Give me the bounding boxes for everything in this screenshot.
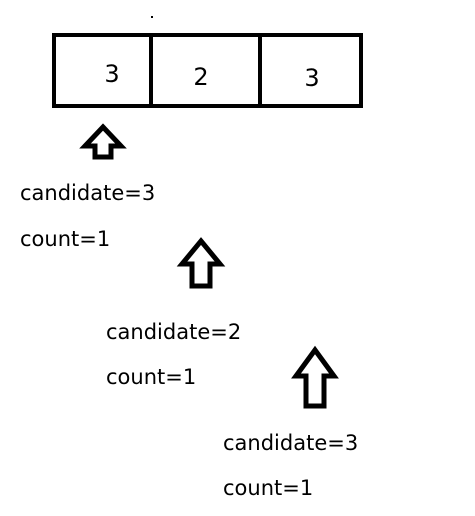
step-3-count: count=1 (223, 476, 314, 500)
array-outline (52, 33, 363, 108)
stray-dot (151, 16, 153, 18)
array-cell-2: 2 (193, 63, 208, 91)
step-1-count: count=1 (20, 227, 111, 251)
pointer-arrow-1-icon (79, 123, 127, 160)
pointer-arrow-2-icon (176, 237, 226, 289)
step-3-candidate: candidate=3 (223, 431, 359, 455)
array-cell-1: 3 (104, 60, 119, 88)
step-1-candidate: candidate=3 (20, 181, 156, 205)
pointer-arrow-3-icon (291, 345, 339, 409)
step-2-candidate: candidate=2 (106, 320, 242, 344)
step-2-count: count=1 (106, 365, 197, 389)
array-cell-3: 3 (304, 64, 319, 92)
array-box: 3 2 3 (52, 33, 363, 108)
